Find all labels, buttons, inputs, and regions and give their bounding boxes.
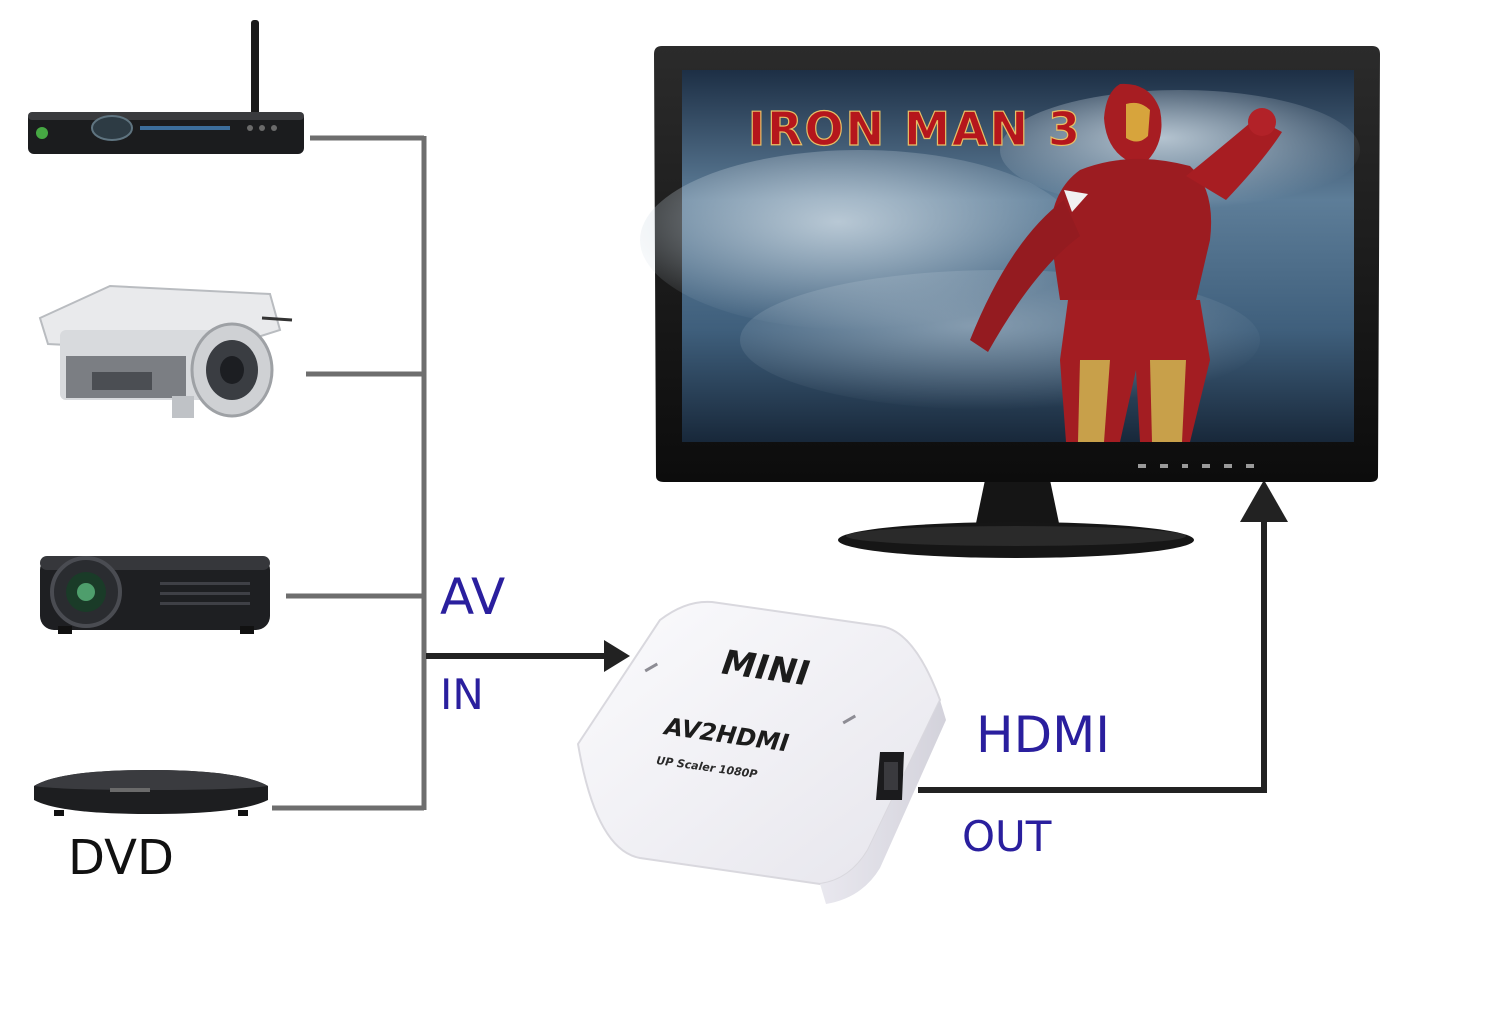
out-label: OUT <box>962 812 1052 861</box>
av-in-arrow <box>426 640 630 672</box>
monitor-buttons <box>1138 464 1254 468</box>
hdmi-label: HDMI <box>976 706 1110 764</box>
monitor-screen: IRON MAN 3 <box>640 70 1360 442</box>
security-camera-icon <box>38 284 293 418</box>
av-label: AV <box>440 568 506 626</box>
hdmi-out-arrow <box>918 480 1288 793</box>
dvd-player-icon <box>34 770 268 816</box>
hdmi-port <box>876 752 904 800</box>
set-top-box-icon <box>28 20 304 154</box>
iron-man-figure <box>970 83 1282 442</box>
av2hdmi-converter: MINI AV2HDMI UP Scaler 1080P <box>576 600 946 904</box>
projector-icon <box>40 556 270 634</box>
in-label: IN <box>440 670 484 719</box>
monitor: IRON MAN 3 <box>640 46 1380 558</box>
screen-title-text: IRON MAN 3 <box>748 102 1082 156</box>
input-bus-lines <box>272 135 427 811</box>
dvd-label: DVD <box>68 830 174 886</box>
